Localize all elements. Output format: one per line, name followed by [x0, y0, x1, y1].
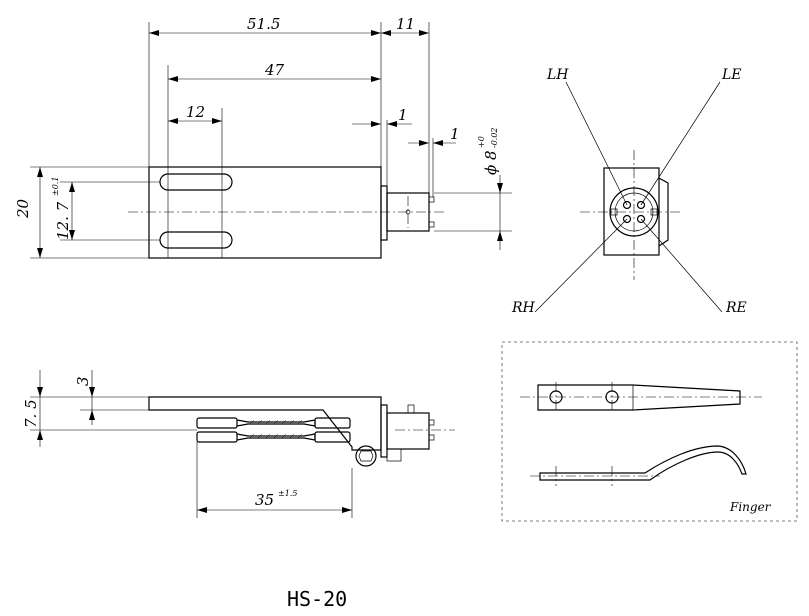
side-view: 7. 5 3 35 ±1.5: [22, 370, 455, 518]
dim-wire-length: 35: [255, 491, 274, 509]
pin-le: [636, 200, 646, 210]
dim-slot-pitch-tol: ±0.1: [51, 177, 60, 196]
screw-head: [355, 445, 377, 467]
pin-rh: [622, 214, 632, 224]
pin-lh: [622, 200, 632, 210]
finger-frame: [501, 341, 798, 522]
mounting-slot-upper: [159, 173, 233, 191]
label-lh: LH: [546, 67, 569, 83]
dim-height: 20: [14, 198, 32, 219]
dim-gap-collar: 1: [398, 106, 408, 124]
connector-collar: [380, 185, 388, 241]
dim-pin-diameter-tol-lower: -0.02: [490, 127, 499, 148]
lead-wire-lower: [196, 431, 351, 443]
dim-wire-length-tol: ±1.5: [278, 489, 297, 498]
dim-gap-pin: 1: [450, 125, 460, 143]
mounting-slot-lower: [159, 231, 233, 249]
dim-pin-diameter-tol-upper: +0: [477, 136, 486, 148]
label-rh: RH: [511, 300, 536, 316]
label-le: LE: [721, 67, 742, 83]
dim-slot-span: 47: [264, 61, 285, 79]
finger-profile: [539, 445, 747, 481]
end-block: [603, 167, 660, 256]
dim-overall-length: 51.5: [247, 15, 280, 33]
label-re: RE: [725, 300, 747, 316]
headshell-body: [148, 166, 382, 259]
finger-detail: Finger: [501, 341, 798, 522]
dim-connector-length: 11: [396, 15, 415, 33]
dim-side-thickness: 3: [74, 376, 92, 386]
top-view: 51.5 11 47 12 1 1 20: [14, 15, 512, 259]
dim-slot-pitch: 12. 7: [54, 201, 72, 240]
dim-pin-diameter: ϕ 8: [482, 150, 500, 175]
drawing-title: HS-20: [287, 587, 347, 611]
lead-wire-upper: [196, 417, 351, 429]
pin-re: [636, 214, 646, 224]
dim-slot-length: 12: [186, 103, 205, 121]
finger-plan: [537, 384, 741, 411]
finger-label: Finger: [729, 500, 772, 514]
end-view: LH LE RH RE: [511, 67, 747, 316]
dim-side-height: 7. 5: [22, 399, 40, 428]
